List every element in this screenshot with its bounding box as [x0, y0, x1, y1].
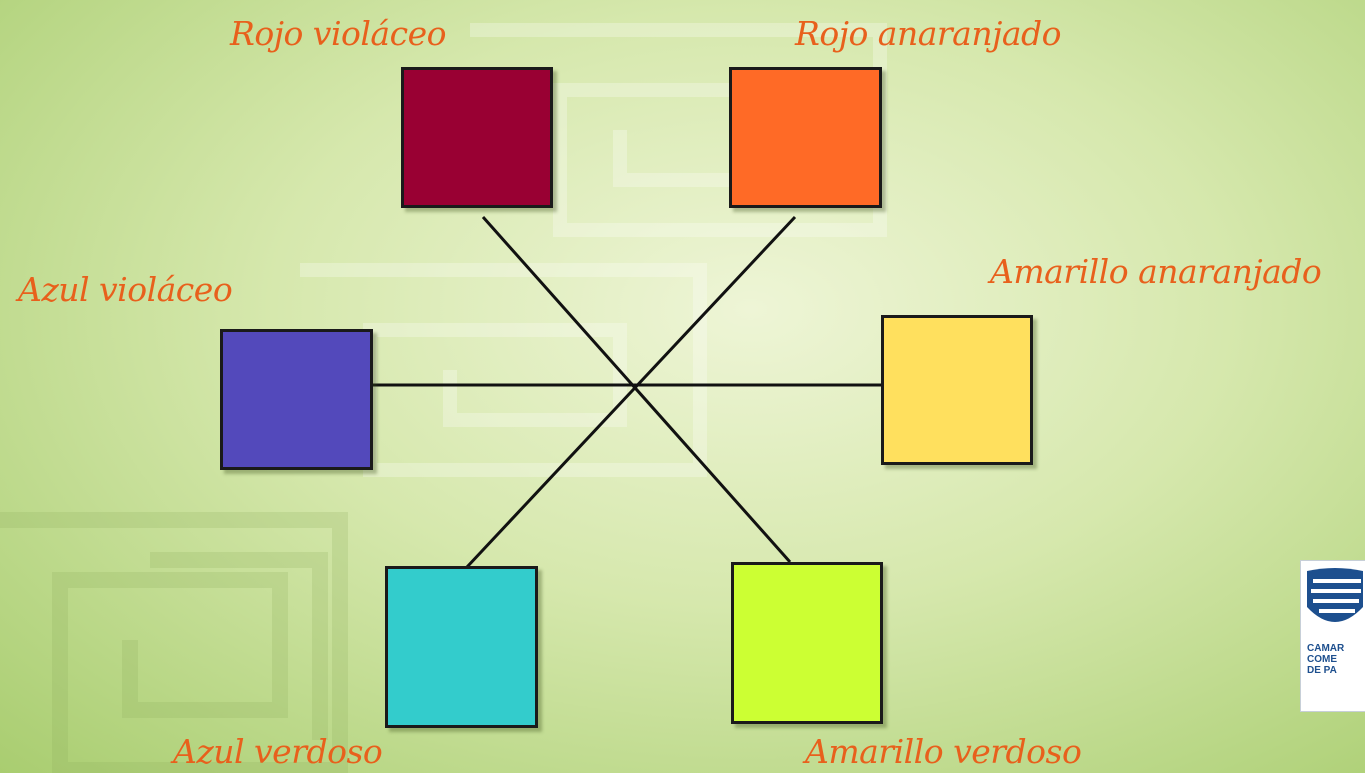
chamber-of-commerce-logo: CAMAR COME DE PA: [1300, 560, 1365, 712]
swatch-rojo-violaceo: [401, 67, 553, 208]
logo-text: CAMAR COME DE PA: [1307, 643, 1345, 676]
connector-rojo-anaranjado-azul-verdoso: [465, 215, 797, 569]
swatch-amarillo-anaranjado: [881, 315, 1033, 465]
swatch-rojo-anaranjado: [729, 67, 882, 208]
swatch-amarillo-verdoso: [731, 562, 883, 724]
label-azul-verdoso: Azul verdoso: [173, 732, 383, 771]
label-azul-violaceo: Azul violáceo: [18, 270, 233, 309]
label-amarillo-anaranjado: Amarillo anaranjado: [990, 252, 1322, 291]
label-rojo-violaceo: Rojo violáceo: [230, 14, 446, 53]
label-rojo-anaranjado: Rojo anaranjado: [795, 14, 1062, 53]
swatch-azul-violaceo: [220, 329, 373, 470]
globe-logo-icon: [1307, 568, 1363, 622]
label-amarillo-verdoso: Amarillo verdoso: [805, 732, 1082, 771]
swatch-azul-verdoso: [385, 566, 538, 728]
connector-rojo-violaceo-amarillo-verdoso: [481, 216, 792, 563]
